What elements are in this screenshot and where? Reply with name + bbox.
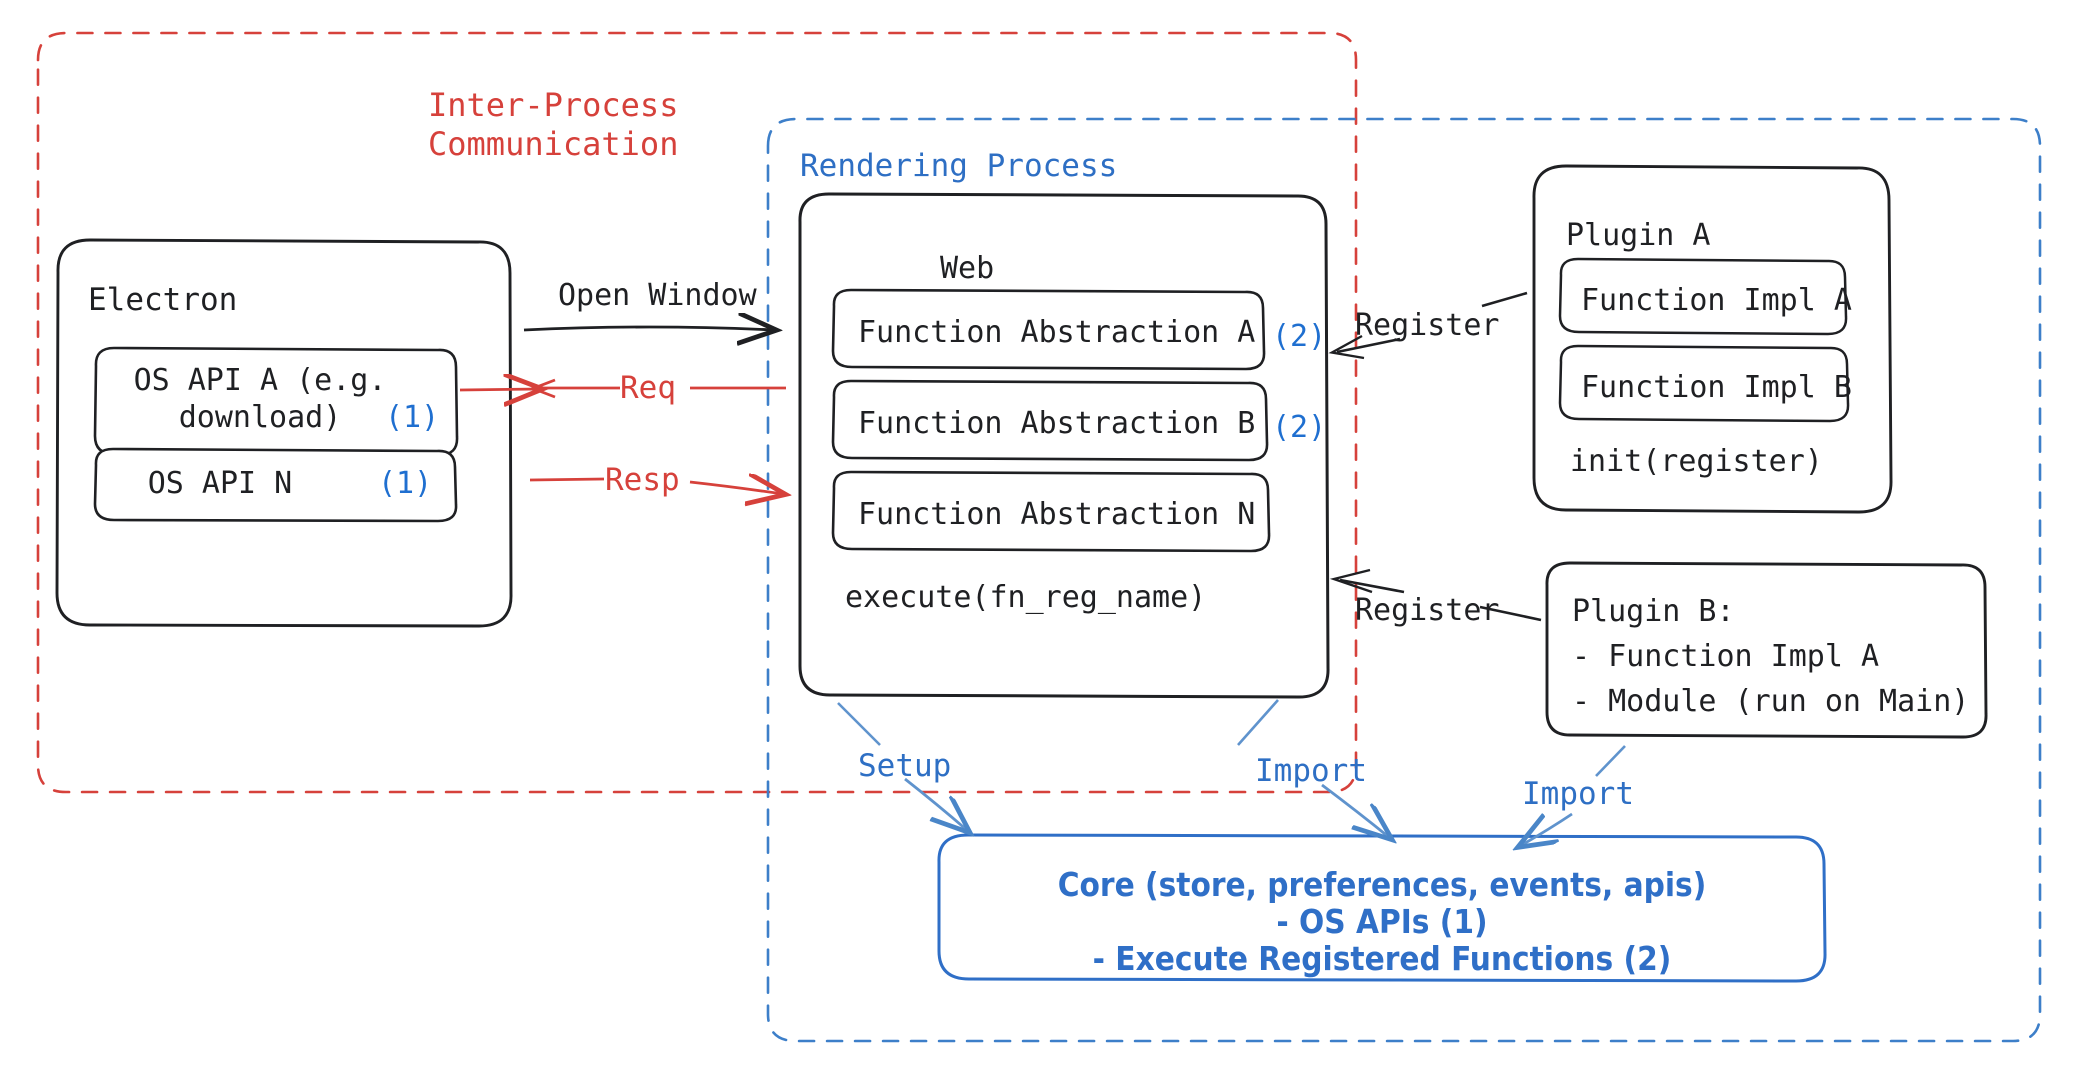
edge-register-plugin-b-label: Register [1355, 593, 1500, 628]
core-line-1: Core (store, preferences, events, apis) [1057, 865, 1707, 904]
os-api-n-label: OS API N [147, 466, 293, 501]
edge-import-web [1237, 699, 1390, 838]
plugin-b-box [1545, 561, 1988, 739]
function-abstraction-b-marker: (2) [1272, 410, 1327, 445]
plugin-a-title: Plugin A [1566, 218, 1711, 253]
function-abstraction-b-box [831, 379, 1269, 462]
function-impl-b-label: Function Impl B [1581, 370, 1852, 405]
function-impl-a-label: Function Impl A [1581, 283, 1852, 318]
rendering-process-container [766, 117, 2042, 1043]
function-abstraction-a-marker: (2) [1272, 319, 1327, 354]
edge-import-web-label: Import [1255, 753, 1367, 789]
function-impl-b-box [1558, 344, 1850, 423]
os-api-a-label: OS API A (e.g. download) [133, 363, 387, 435]
function-impl-a-box [1558, 257, 1848, 336]
ipc-container-label: Inter-Process Communication [428, 86, 679, 164]
edge-req-label: Req [620, 370, 676, 406]
ipc-container [36, 31, 1358, 794]
plugin-a-init-label: init(register) [1570, 444, 1823, 479]
function-abstraction-a-label: Function Abstraction A [858, 315, 1256, 350]
electron-title: Electron [88, 282, 238, 318]
edge-register-plugin-a [1328, 291, 1528, 360]
edge-setup [837, 702, 968, 831]
edge-resp [529, 479, 783, 494]
edge-register-plugin-b [1329, 568, 1542, 622]
function-abstraction-a-box [831, 288, 1266, 371]
core-line-2: - OS APIs (1) [1276, 902, 1488, 941]
os-api-n-box [93, 447, 458, 523]
edge-import-plugin-b [1520, 745, 1626, 846]
edge-register-plugin-a-label: Register [1355, 308, 1500, 343]
edge-open-window-label: Open Window [558, 278, 757, 313]
function-abstraction-n-box [831, 470, 1271, 553]
edge-setup-label: Setup [858, 748, 952, 784]
plugin-b-line-2: - Module (run on Main) [1572, 684, 1970, 719]
function-abstraction-n-label: Function Abstraction N [858, 497, 1256, 532]
function-abstraction-b-label: Function Abstraction B [858, 406, 1256, 441]
plugin-b-line-1: - Function Impl A [1572, 639, 1880, 674]
web-title: Web [940, 251, 995, 286]
os-api-a-marker: (1) [385, 400, 440, 435]
edge-open-window [523, 327, 774, 330]
core-line-3: - Execute Registered Functions (2) [1092, 939, 1672, 978]
edge-req [459, 380, 786, 397]
edge-import-plugin-b-label: Import [1522, 776, 1634, 812]
os-api-n-marker: (1) [378, 466, 433, 501]
rendering-process-label: Rendering Process [800, 148, 1118, 184]
plugin-b-title: Plugin B: [1572, 594, 1735, 629]
plugin-a-box [1532, 164, 1893, 514]
edge-resp-label: Resp [605, 462, 680, 498]
web-execute-label: execute(fn_reg_name) [845, 580, 1207, 615]
